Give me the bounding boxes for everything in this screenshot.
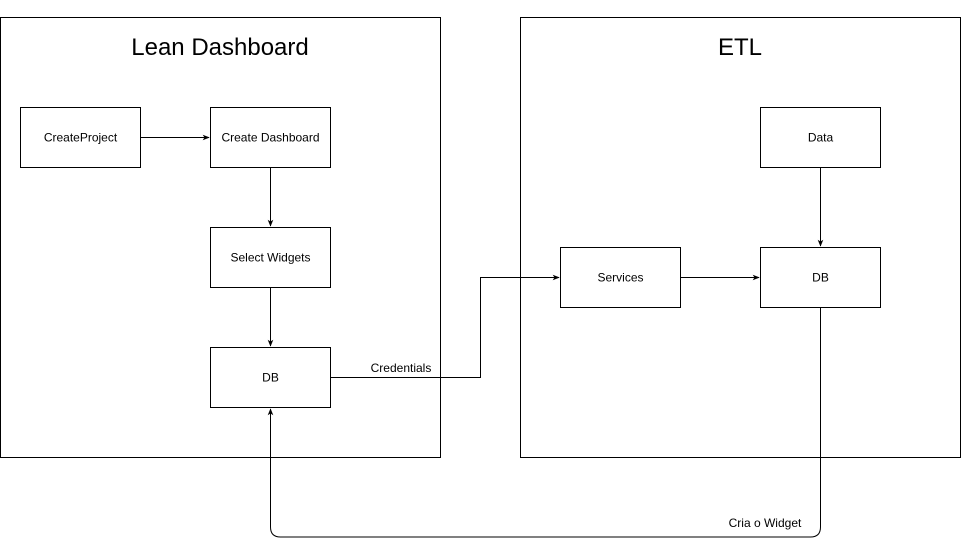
- node-create-project: CreateProject: [20, 107, 141, 168]
- edges: [140, 134, 824, 538]
- edge-label-cria-o-widget: Cria o Widget: [729, 516, 802, 530]
- node-etl-db-label: DB: [812, 271, 829, 285]
- container-lean-dashboard-title: Lean Dashboard: [131, 34, 308, 61]
- node-select-widgets-label: Select Widgets: [230, 251, 310, 265]
- node-create-dashboard: Create Dashboard: [210, 107, 331, 168]
- edge-db-to-services: [330, 274, 560, 378]
- node-services: Services: [560, 247, 681, 308]
- node-data-label: Data: [808, 131, 834, 145]
- node-create-dashboard-label: Create Dashboard: [221, 131, 319, 145]
- node-data: Data: [760, 107, 881, 168]
- node-etl-db-box: [760, 247, 881, 308]
- node-create-project-box: [20, 107, 141, 168]
- node-etl-db: DB: [760, 247, 881, 308]
- container-etl: ETL: [520, 17, 961, 458]
- node-services-label: Services: [597, 271, 643, 285]
- container-etl-frame: [520, 17, 961, 458]
- node-lean-db-box: [210, 347, 331, 408]
- node-create-project-label: CreateProject: [44, 131, 118, 145]
- node-services-box: [560, 247, 681, 308]
- node-create-dashboard-box: [210, 107, 331, 168]
- node-data-box: [760, 107, 881, 168]
- edge-etl-db-to-lean-db: [267, 307, 821, 538]
- node-select-widgets-box: [210, 227, 331, 288]
- edge-label-credentials: Credentials: [371, 361, 432, 375]
- node-lean-db-label: DB: [262, 371, 279, 385]
- container-etl-title: ETL: [718, 34, 762, 61]
- node-lean-db: DB: [210, 347, 331, 408]
- node-select-widgets: Select Widgets: [210, 227, 331, 288]
